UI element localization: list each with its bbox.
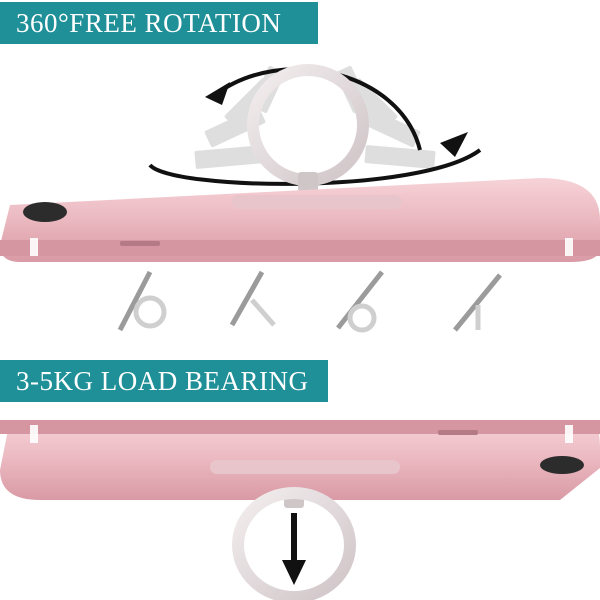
down-arrow-icon xyxy=(282,513,306,585)
arrowhead-right xyxy=(440,132,468,157)
ring-holder-bottom xyxy=(232,487,356,600)
angle-view-4 xyxy=(453,273,502,332)
angle-views xyxy=(117,270,502,333)
phone-top xyxy=(0,178,600,262)
load-bearing-banner: 3-5KG LOAD BEARING xyxy=(0,360,328,402)
ring-holder-top xyxy=(247,64,369,192)
angle-view-3 xyxy=(336,270,384,333)
angle-view-2 xyxy=(229,270,276,327)
arrowhead-left xyxy=(205,82,230,105)
angle-view-1 xyxy=(117,270,167,332)
rotation-banner: 360°FREE ROTATION xyxy=(0,2,318,44)
phone-bottom xyxy=(0,420,600,500)
rotation-ghosts xyxy=(194,65,436,169)
